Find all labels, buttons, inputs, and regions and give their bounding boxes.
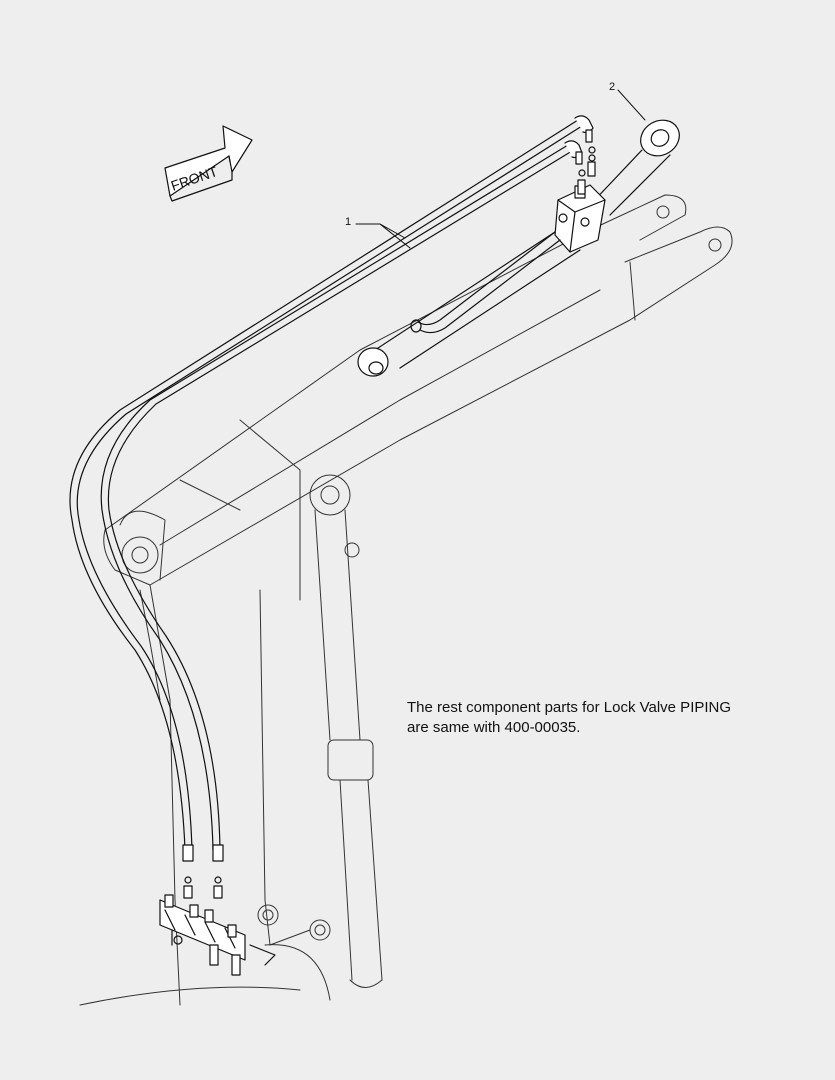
note-line-1: The rest component parts for Lock Valve … [407, 699, 732, 716]
front-arrow: FRONT [164, 125, 253, 202]
callout-1: 1 [345, 216, 352, 228]
boom-outline [103, 194, 733, 586]
leader-lines [355, 89, 646, 249]
valve-pipe [410, 231, 561, 334]
boom-cylinder [309, 474, 383, 988]
lower-valve-assembly [159, 894, 276, 976]
note-text: The rest component parts for Lock Valve … [407, 698, 731, 738]
hose-assembly [69, 115, 596, 899]
arm-cylinder [357, 119, 680, 377]
callout-2: 2 [609, 81, 616, 93]
boom-lower-body [79, 419, 331, 1006]
lock-valve-block [554, 184, 606, 253]
note-line-2: are same with 400-00035. [407, 719, 581, 736]
